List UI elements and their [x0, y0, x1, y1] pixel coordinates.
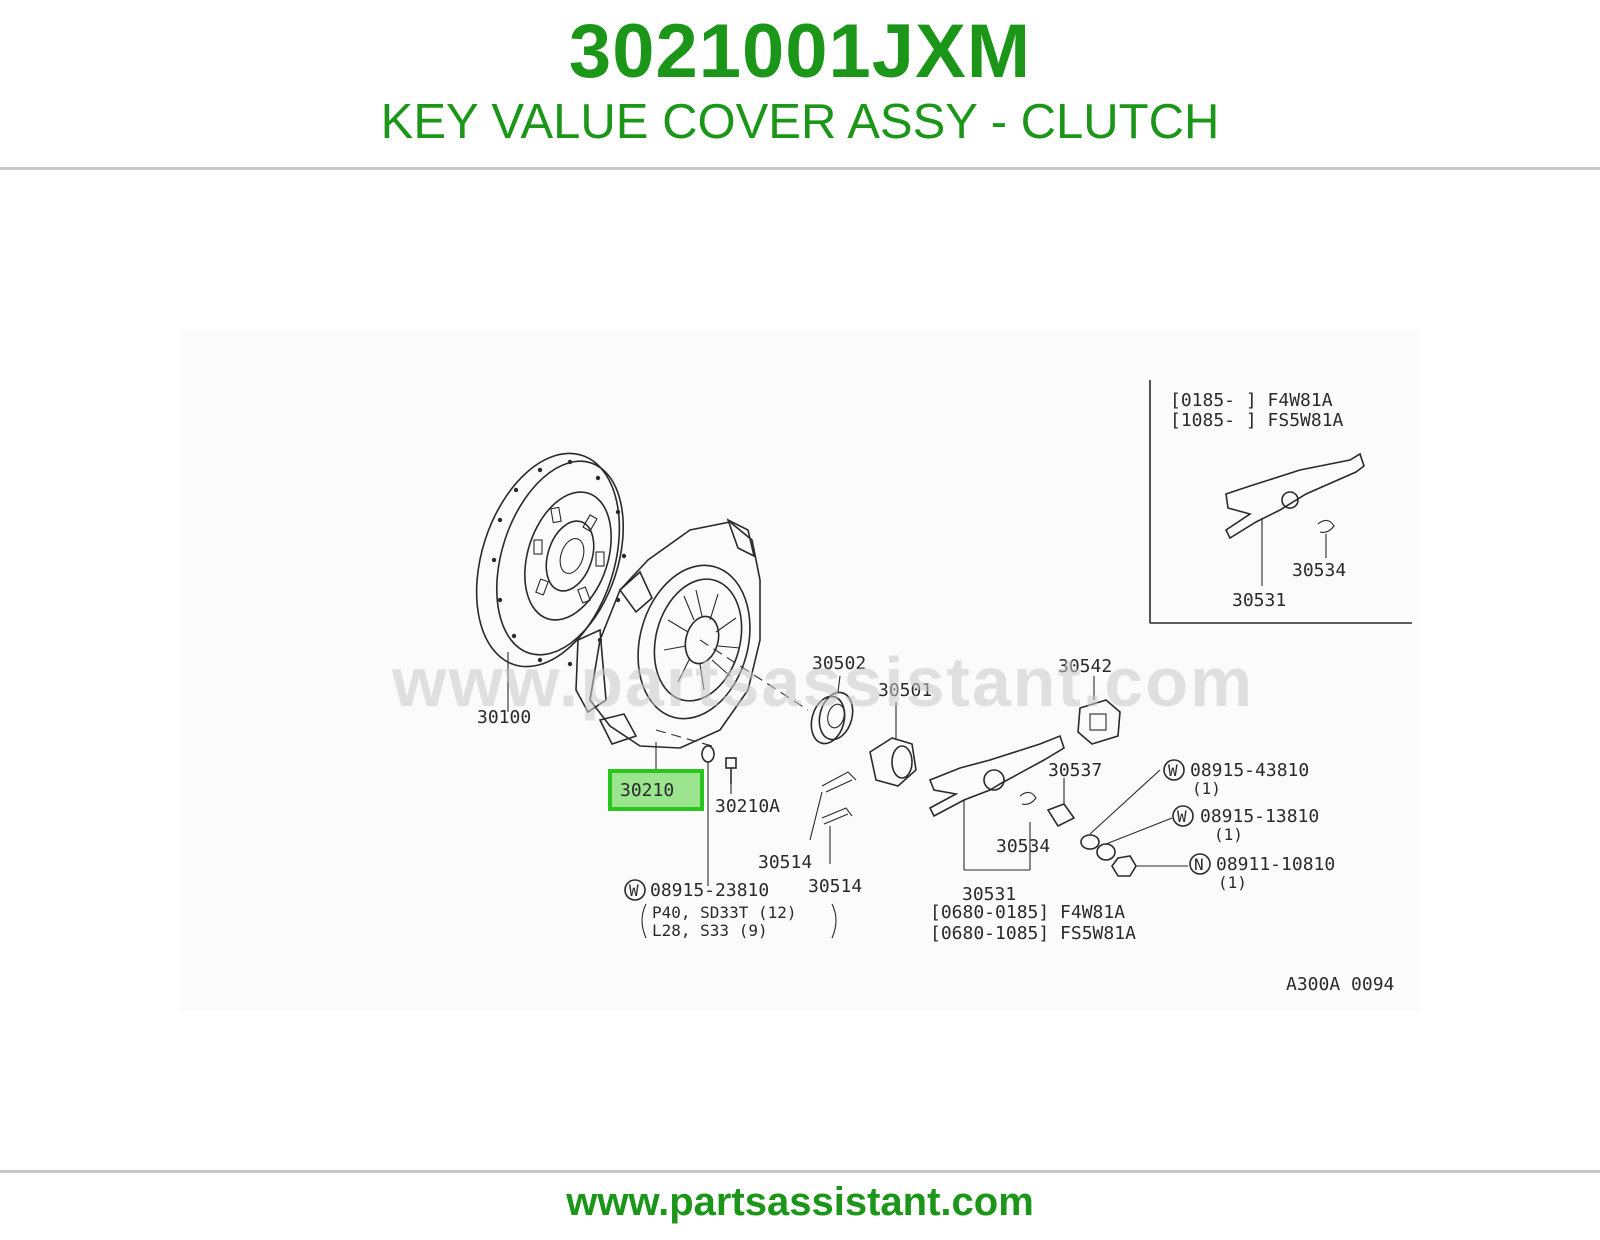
nut-10810-drawing[interactable] — [1111, 855, 1137, 877]
callout-30210a[interactable]: 30210A — [715, 796, 780, 817]
washer-symbol-letter-2: W — [1168, 761, 1178, 780]
withdrawal-fork-drawing[interactable] — [928, 734, 1065, 871]
inset-range-2: [1085- ] FS5W81A — [1170, 410, 1344, 431]
highlight-box-30210[interactable] — [608, 769, 704, 811]
fork-range-1: [0680-0185] F4W81A — [930, 902, 1125, 923]
pivot-pin-drawing[interactable] — [1046, 778, 1076, 828]
assembly-axis-line — [655, 639, 809, 747]
dust-cover-drawing[interactable] — [1077, 676, 1121, 745]
callout-30501[interactable]: 30501 — [878, 680, 932, 701]
callout-08915-43810[interactable]: 08915-43810 — [1190, 760, 1309, 781]
callout-08915-23810[interactable]: 08915-23810 — [650, 880, 769, 901]
inset-callout-30534[interactable]: 30534 — [1292, 560, 1346, 581]
washer-13810-drawing[interactable] — [1096, 843, 1116, 861]
callout-30514-lower[interactable]: 30514 — [808, 876, 862, 897]
callout-30534[interactable]: 30534 — [996, 836, 1050, 857]
retaining-clip-upper[interactable] — [809, 771, 857, 841]
part-number: 3021001JXM — [568, 9, 1032, 94]
fork-clip-drawing[interactable] — [1019, 791, 1037, 805]
callout-30210[interactable]: 30210 — [620, 780, 674, 801]
washer-symbol-w — [624, 879, 646, 901]
inset-clip-drawing[interactable] — [1317, 519, 1335, 533]
nut-symbol-letter: N — [1194, 855, 1204, 874]
qty-note-line-1: P40, SD33T (12) — [652, 903, 797, 922]
callout-30502[interactable]: 30502 — [812, 653, 866, 674]
header-divider — [0, 167, 1600, 170]
washer-43810-drawing[interactable] — [1080, 834, 1100, 850]
release-bearing-drawing[interactable] — [806, 675, 857, 747]
page-header: 3021001JXM KEY VALUE COVER ASSY - CLUTCH — [0, 0, 1600, 170]
qty-08915-13810: (1) — [1214, 825, 1243, 844]
bolt-drawing[interactable] — [725, 757, 737, 784]
inset-callout-30531[interactable]: 30531 — [1232, 590, 1286, 611]
washer-symbol-letter-3: W — [1177, 807, 1187, 826]
qty-note-line-2: L28, S33 (9) — [652, 921, 768, 940]
washer-symbol-w-2 — [1163, 759, 1185, 781]
retaining-clip-lower[interactable] — [821, 807, 853, 864]
callout-08911-10810[interactable]: 08911-10810 — [1216, 854, 1335, 875]
drawing-code: A300A 0094 — [1286, 974, 1394, 995]
diagram-background — [180, 330, 1420, 1010]
washer-symbol-letter: W — [629, 881, 639, 900]
callout-30542[interactable]: 30542 — [1058, 656, 1112, 677]
callout-30514-upper[interactable]: 30514 — [758, 852, 812, 873]
release-sleeve-drawing[interactable] — [869, 702, 917, 787]
inset-range-1: [0185- ] F4W81A — [1170, 390, 1333, 411]
washer-symbol-w-3 — [1172, 805, 1194, 827]
inset-panel — [1149, 380, 1412, 624]
callout-08915-13810[interactable]: 08915-13810 — [1200, 806, 1319, 827]
watermark: www.partsassistant.com — [391, 643, 1254, 721]
part-title: KEY VALUE COVER ASSY - CLUTCH — [380, 95, 1220, 149]
callout-30100[interactable]: 30100 — [477, 707, 531, 728]
clutch-cover-drawing[interactable] — [575, 518, 766, 770]
qty-08915-43810: (1) — [1192, 779, 1221, 798]
clutch-disc-drawing[interactable] — [451, 435, 646, 712]
qty-08911-10810: (1) — [1218, 873, 1247, 892]
nut-symbol-n — [1189, 853, 1211, 875]
callout-30537[interactable]: 30537 — [1048, 760, 1102, 781]
inset-fork-drawing[interactable] — [1224, 452, 1365, 586]
washer-drawing[interactable] — [701, 745, 715, 763]
callout-30531[interactable]: 30531 — [962, 884, 1016, 905]
footer-url-link[interactable]: www.partsassistant.com — [566, 1180, 1034, 1224]
fork-range-2: [0680-1085] FS5W81A — [930, 923, 1136, 944]
footer-divider — [0, 1170, 1600, 1173]
